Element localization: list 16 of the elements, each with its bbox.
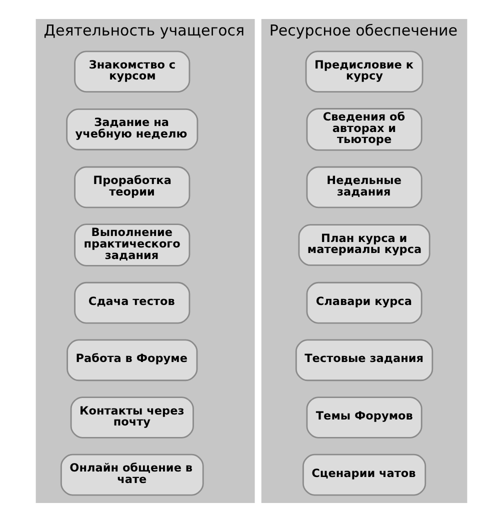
node-box: Проработка теории [74,166,190,208]
node-box: Сдача тестов [74,282,190,324]
node-box: Недельные задания [306,166,422,208]
node-box: Выполнение практического задания [74,224,190,266]
node-box: Знакомство с курсом [74,50,190,93]
node-box: Контакты через почту [70,396,194,438]
node-box: Работа в Форуме [66,339,198,382]
node-box: Темы Форумов [306,396,422,438]
node-box: Предисловие к курсу [304,50,423,93]
node-box: Славари курса [306,282,422,324]
node-box: Онлайн общение в чате [60,454,204,496]
node-box: Сценарии чатов [302,454,426,496]
node-box: План курса и материалы курса [298,224,430,266]
node-box: Задание на учебную неделю [66,108,198,150]
node-box: Сведения об авторах и тьюторе [306,108,422,151]
node-box: Тестовые задания [294,339,433,382]
